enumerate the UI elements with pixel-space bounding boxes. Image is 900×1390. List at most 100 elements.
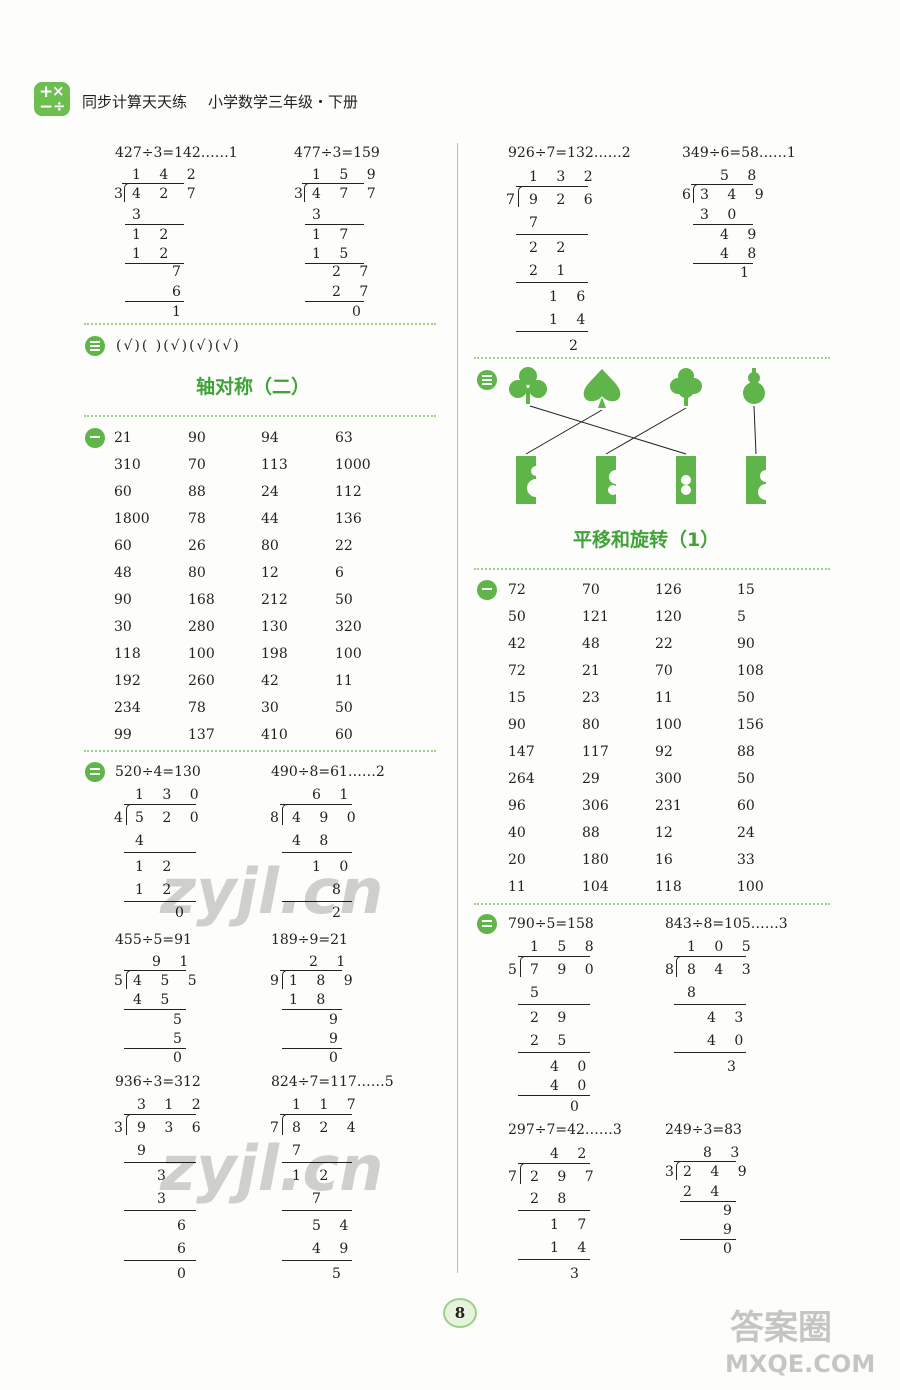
answer-cell: 100 [335,646,362,662]
answer-cell: 180 [582,852,609,868]
answer-cell: 231 [655,798,682,814]
answer-cell: 42 [508,636,526,652]
equation: 189÷9=21 [271,932,348,948]
answer-cell: 15 [508,690,526,706]
answer-cell: 6 [335,565,344,581]
answer-cell: 118 [655,879,682,895]
answer-cell: 80 [188,565,206,581]
answer-cell: 42 [261,673,279,689]
answer-cell: 50 [335,592,353,608]
equation: 427÷3=142……1 [115,145,238,161]
equation: 490÷8=61……2 [271,764,385,780]
answer-cell: 90 [188,430,206,446]
answer-cell: 100 [188,646,215,662]
answer-cell: 11 [508,879,526,895]
equation: 824÷7=117……5 [271,1074,394,1090]
separator [474,357,830,359]
answer-cell: 90 [737,636,755,652]
answer-cell: 90 [114,592,132,608]
answer-cell: 30 [261,700,279,716]
answer-cell: 264 [508,771,535,787]
equation: 520÷4=130 [115,764,201,780]
answer-cell: 72 [508,582,526,598]
answer-cell: 11 [655,690,673,706]
answer-cell: 33 [737,852,755,868]
answer-cell: 92 [655,744,673,760]
spade-icon [583,369,621,408]
answer-cell: 60 [114,538,132,554]
answer-cell: 12 [655,825,673,841]
answer-cell: 29 [582,771,600,787]
answer-cell: 192 [114,673,141,689]
answer-cell: 320 [335,619,362,635]
answer-cell: 410 [261,727,288,743]
answer-cell: 22 [655,636,673,652]
watermark: zyjl.cn [160,855,384,928]
answer-cell: 50 [508,609,526,625]
equation: 249÷3=83 [665,1122,742,1138]
gourd-icon [743,368,765,404]
answer-cell: 60 [737,798,755,814]
answer-cell: 198 [261,646,288,662]
answer-cell: 280 [188,619,215,635]
equation: 455÷5=91 [115,932,192,948]
answer-cell: 108 [737,663,764,679]
answer-cell: 50 [737,771,755,787]
answer-cell: 300 [655,771,682,787]
answer-cell: 30 [114,619,132,635]
answer-cell: 15 [737,582,755,598]
answer-cell: 306 [582,798,609,814]
answer-cell: 60 [114,484,132,500]
check-marks: (√)( )(√)(√)(√) [116,338,241,354]
answer-cell: 70 [582,582,600,598]
section-badge-icon [85,762,105,782]
equation: 843÷8=105……3 [665,916,788,932]
section-badge-icon [477,370,497,390]
separator [84,750,436,752]
answer-cell: 90 [508,717,526,733]
answer-cell: 78 [188,511,206,527]
answer-cell: 16 [655,852,673,868]
corner-logo: 答案圈 [730,1308,832,1348]
page-number: 8 [443,1298,477,1328]
answer-cell: 100 [737,879,764,895]
answer-cell: 88 [582,825,600,841]
separator [474,903,830,905]
clover-icon [509,367,547,404]
answer-cell: 40 [508,825,526,841]
answer-cell: 156 [737,717,764,733]
answer-cell: 99 [114,727,132,743]
answer-cell: 94 [261,430,279,446]
answer-cell: 212 [261,592,288,608]
answer-cell: 96 [508,798,526,814]
answer-cell: 70 [655,663,673,679]
book-subtitle: 小学数学三年级・下册 [208,93,359,111]
answer-cell: 88 [737,744,755,760]
answer-cell: 50 [737,690,755,706]
answer-cell: 1000 [335,457,371,473]
separator [84,415,436,417]
answer-cell: 100 [655,717,682,733]
answer-cell: 136 [335,511,362,527]
answer-cell: 22 [335,538,353,554]
section-badge-icon [85,336,105,356]
answer-cell: 21 [114,430,132,446]
answer-cell: 126 [655,582,682,598]
lesson-title: 平移和旋转（1） [573,529,720,551]
answer-cell: 147 [508,744,535,760]
logo-icon: + × − ÷ [34,82,70,117]
answer-cell: 121 [582,609,609,625]
answer-cell: 20 [508,852,526,868]
answer-cell: 120 [655,609,682,625]
separator [84,323,436,325]
section-badge-icon [477,914,497,934]
equation: 349÷6=58……1 [682,145,796,161]
watermark: zyjl.cn [160,1132,384,1205]
section-badge-icon [85,428,105,448]
answer-cell: 44 [261,511,279,527]
answer-cell: 26 [188,538,206,554]
answer-cell: 80 [261,538,279,554]
answer-cell: 168 [188,592,215,608]
separator [474,568,830,570]
answer-cell: 5 [737,609,746,625]
